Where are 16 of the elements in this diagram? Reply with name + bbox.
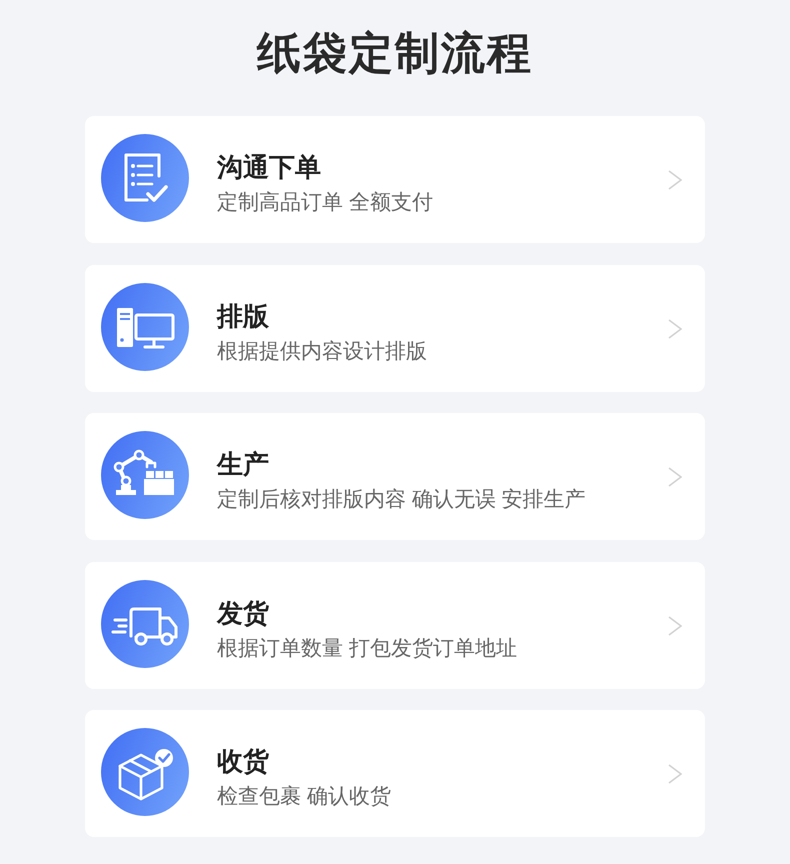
step-description: 检查包裹 确认收货 [217,784,391,810]
step-card [85,710,705,837]
page-title: 纸袋定制流程 [257,29,533,78]
step-description: 定制后核对排版内容 确认无误 安排生产 [217,487,586,513]
step-title: 排版 [217,300,269,332]
step-card [85,562,705,689]
step-description: 根据订单数量 打包发货订单地址 [217,636,517,662]
step-description: 根据提供内容设计排版 [217,339,427,365]
step-description: 定制高品订单 全额支付 [217,190,433,216]
step-card [85,413,705,540]
step-title: 沟通下单 [217,151,321,183]
step-title: 发货 [217,597,269,629]
step-title: 生产 [217,448,269,480]
step-title: 收货 [217,745,269,777]
step-card [85,116,705,243]
step-card [85,265,705,392]
